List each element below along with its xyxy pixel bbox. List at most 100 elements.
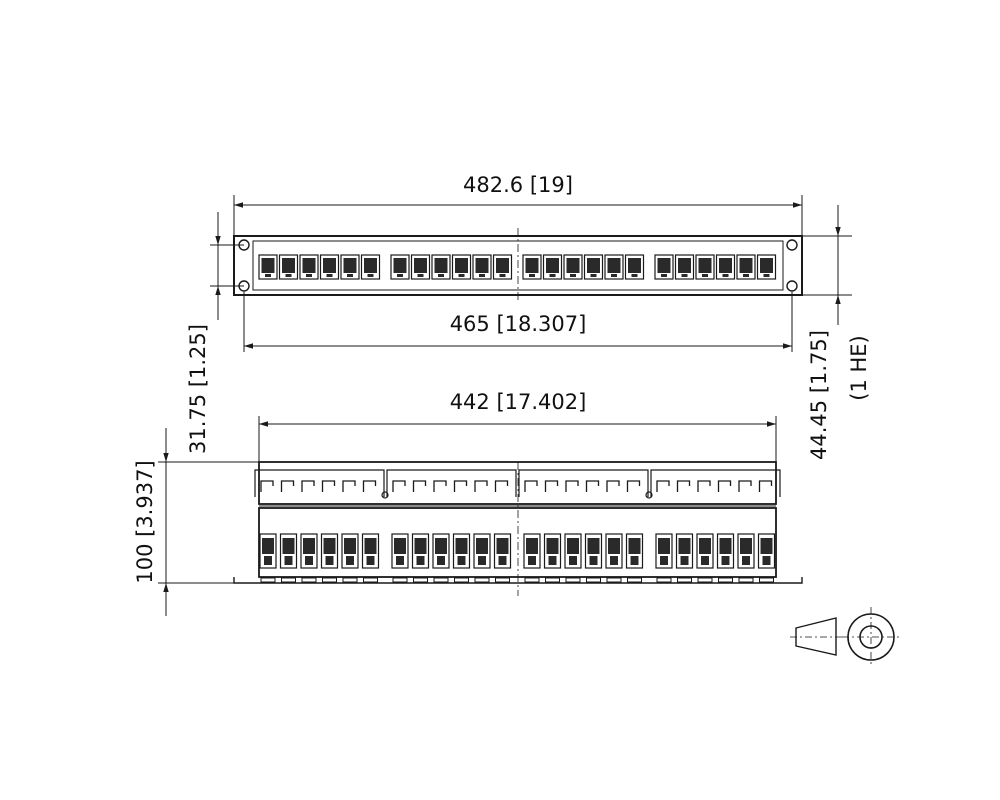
rj45-port-icon <box>654 254 674 280</box>
keystone-jack-icon <box>300 533 318 583</box>
rj45-port-icon <box>340 254 360 280</box>
keystone-jack-icon <box>279 533 298 583</box>
rj45-port-icon <box>542 254 563 280</box>
cable-slot <box>606 480 620 492</box>
rail-screw-icon <box>381 491 389 499</box>
keystone-jack-icon <box>543 533 562 583</box>
keystone-jack-icon <box>361 533 380 583</box>
top-view <box>233 461 803 596</box>
keystone-jack-icon <box>320 533 339 583</box>
dimension-hole-vertical: 31.75 [1.25] <box>186 212 244 454</box>
rj45-port-icon <box>563 254 583 280</box>
rj45-port-icon <box>390 254 410 280</box>
rj45-port-icon <box>431 254 451 280</box>
keystone-jack-icon <box>411 533 430 583</box>
hole-vertical-label: 31.75 [1.25] <box>186 324 210 454</box>
mounting-hole-icon <box>786 280 798 292</box>
cable-slot <box>626 480 641 492</box>
rj45-port-icon <box>278 254 299 280</box>
keystone-jack-icon <box>675 533 694 583</box>
rail-segment <box>518 469 649 497</box>
cable-slot <box>656 480 670 492</box>
cable-slot <box>676 480 691 492</box>
front-view <box>233 228 803 300</box>
cable-slot <box>392 480 406 492</box>
cable-slot <box>758 480 773 492</box>
cable-slot <box>565 480 579 492</box>
rj45-port-icon <box>472 254 492 280</box>
dimension-panel-height: 44.45 [1.75] (1 HE) <box>802 205 871 460</box>
keystone-jack-icon <box>259 533 277 583</box>
keystone-jack-icon <box>655 533 673 583</box>
dimension-body-width: 442 [17.402] <box>258 390 777 462</box>
keystone-jack-icon <box>341 533 359 583</box>
rj45-port-icon <box>258 254 278 280</box>
rail-screw-icon <box>645 491 653 499</box>
cable-slot <box>412 480 427 492</box>
rj45-port-icon <box>604 254 624 280</box>
rj45-port-icon <box>715 254 736 280</box>
cable-slot <box>321 480 336 492</box>
cable-slot <box>524 480 538 492</box>
cable-manager-slots <box>254 469 781 497</box>
overall-width-label: 482.6 [19] <box>463 173 573 197</box>
keystone-jack-icon <box>523 533 541 583</box>
rj45-port-icon <box>410 254 431 280</box>
cable-slot <box>474 480 488 492</box>
keystone-jack-icon <box>493 533 512 583</box>
front-port-array <box>258 254 777 280</box>
rj45-port-icon <box>736 254 756 280</box>
rj45-port-icon <box>360 254 381 280</box>
keystone-jack-icon <box>696 533 714 583</box>
body-width-label: 442 [17.402] <box>450 390 587 414</box>
rj45-port-icon <box>583 254 604 280</box>
keystone-jack-icon <box>473 533 491 583</box>
rail-segment <box>254 469 385 497</box>
dimension-mounting-spacing: 465 [18.307] <box>243 292 793 352</box>
rj45-port-icon <box>492 254 513 280</box>
cable-slot <box>301 480 315 492</box>
mounting-spacing-label: 465 [18.307] <box>450 312 587 336</box>
cable-slot <box>342 480 356 492</box>
panel-height-label: 44.45 [1.75] <box>807 330 831 460</box>
cable-slot <box>362 480 377 492</box>
keystone-jack-icon <box>605 533 623 583</box>
mounting-hole-icon <box>786 239 798 251</box>
cable-slot <box>453 480 468 492</box>
keystone-jack-icon <box>432 533 450 583</box>
cable-slot <box>717 480 732 492</box>
keystone-jack-icon <box>625 533 644 583</box>
dimension-overall-width: 482.6 [19] <box>233 173 803 236</box>
rj45-port-icon <box>695 254 715 280</box>
rj45-port-icon <box>299 254 319 280</box>
cable-slot <box>494 480 509 492</box>
keystone-jack-icon <box>584 533 603 583</box>
front-flange <box>233 577 803 584</box>
first-angle-projection-icon <box>790 607 900 667</box>
cable-slot <box>738 480 752 492</box>
top-rail-outline <box>258 461 777 505</box>
keystone-jack-icon <box>757 533 776 583</box>
rj45-port-icon <box>522 254 542 280</box>
rack-unit-label: (1 HE) <box>847 335 871 400</box>
cable-slot <box>697 480 711 492</box>
keystone-jack-icon <box>452 533 471 583</box>
rj45-port-icon <box>451 254 472 280</box>
dimension-depth: 100 [3.937] <box>133 428 259 616</box>
rj45-port-icon <box>674 254 695 280</box>
cable-slot <box>433 480 447 492</box>
top-body-outline <box>258 507 777 578</box>
rail-segment <box>386 469 517 497</box>
cable-slot <box>544 480 559 492</box>
cable-slot <box>280 480 295 492</box>
keystone-jack-icon <box>716 533 735 583</box>
cable-slot <box>260 480 274 492</box>
keystone-jack-icon <box>737 533 755 583</box>
rail-segment <box>650 469 781 497</box>
depth-label: 100 [3.937] <box>133 460 157 583</box>
rj45-port-icon <box>624 254 645 280</box>
keystone-jack-icon <box>391 533 409 583</box>
rj45-port-icon <box>756 254 777 280</box>
rj45-port-icon <box>319 254 340 280</box>
